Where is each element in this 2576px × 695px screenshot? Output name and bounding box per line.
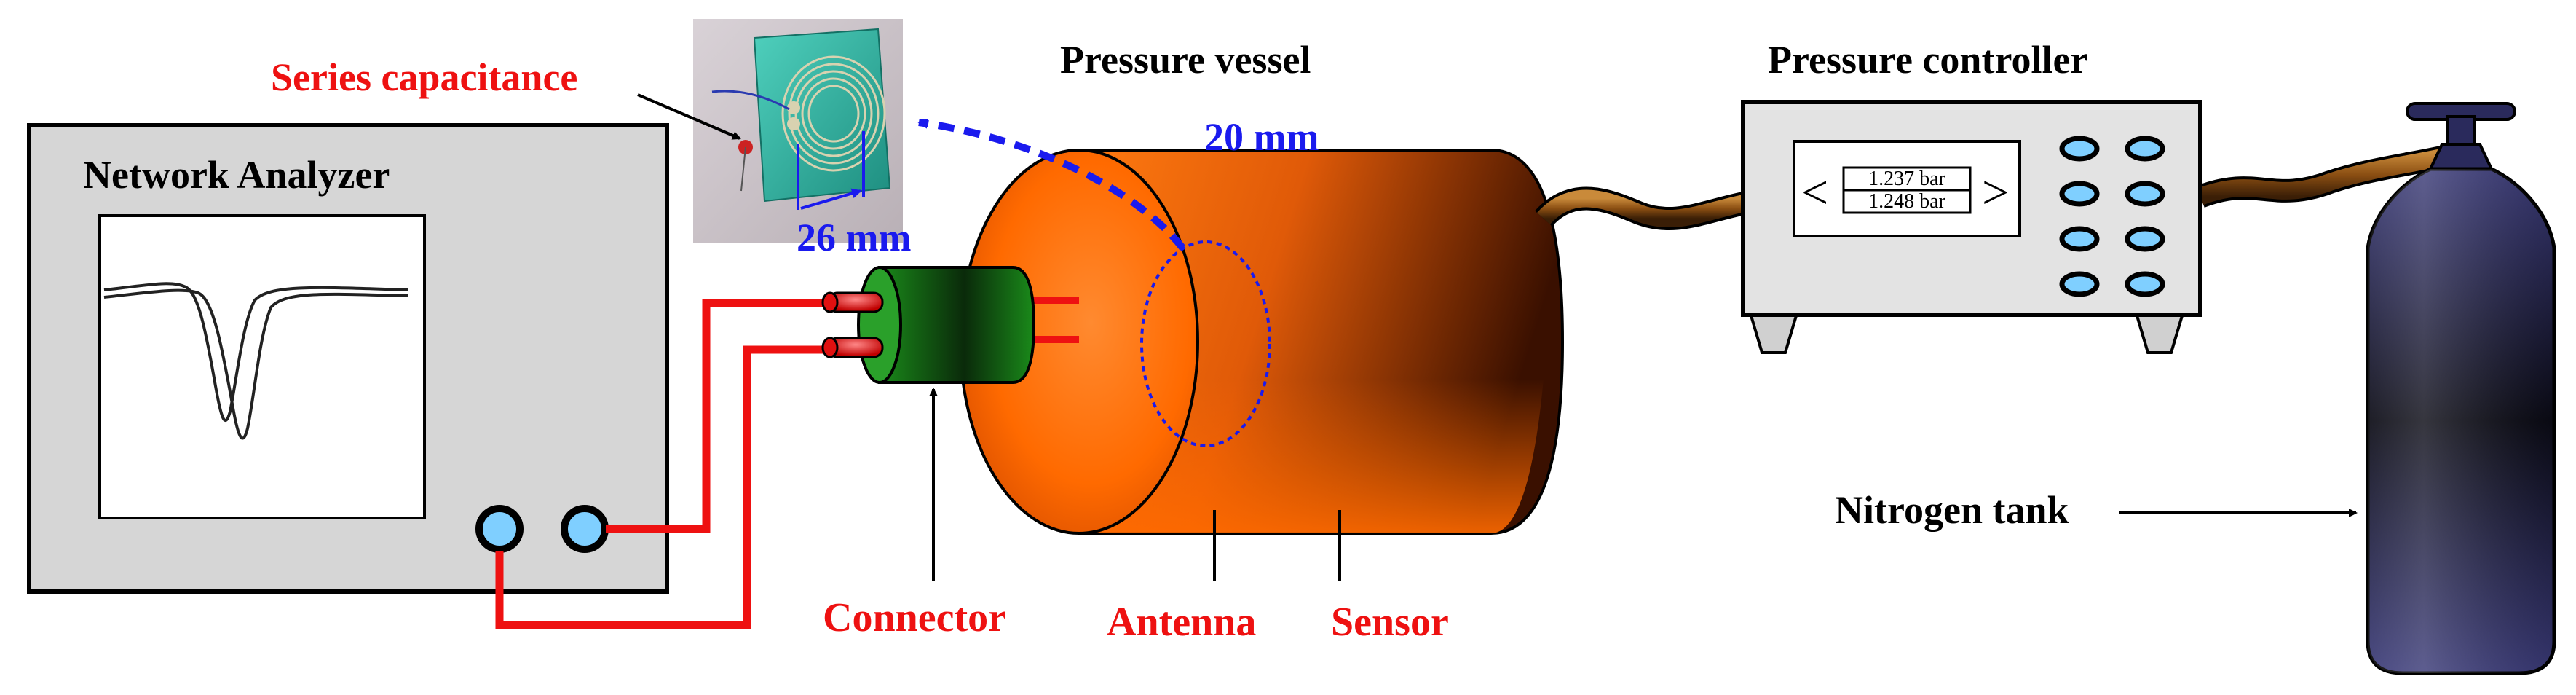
- dimension-20mm-label: 20 mm: [1204, 115, 1319, 159]
- dim-26mm-line: [800, 188, 862, 210]
- network-analyzer: [27, 123, 669, 594]
- network-analyzer-label: Network Analyzer: [83, 153, 390, 197]
- hose-vessel-to-controller-fill: [1537, 189, 1750, 228]
- controller-button: [2125, 226, 2165, 252]
- pcb-board: [753, 28, 891, 203]
- cable-1: [606, 299, 837, 533]
- pressure-controller: [1741, 100, 2202, 354]
- controller-button: [2125, 136, 2165, 162]
- sensor-label: Sensor: [1331, 600, 1449, 645]
- vessel-body-shade: [1079, 379, 1544, 533]
- controller-button: [2059, 226, 2100, 252]
- analyzer-screen: [98, 214, 426, 519]
- pcb-pad-2: [787, 117, 800, 130]
- antenna-coil: [1140, 240, 1271, 447]
- connector-label: Connector: [823, 595, 1006, 640]
- antenna-to-photo-arrow: [917, 118, 1185, 251]
- display-left-chevron: <: [1801, 166, 1828, 219]
- controller-button: [2125, 271, 2165, 297]
- tank-neck: [2427, 143, 2494, 170]
- analyzer-port-1: [475, 505, 524, 553]
- antenna-label: Antenna: [1107, 600, 1256, 645]
- display-right-chevron: >: [1982, 166, 2009, 219]
- connector: [821, 266, 1036, 384]
- sensor-lead-wire: [711, 90, 790, 111]
- series-capacitance-label: Series capacitance: [271, 55, 577, 99]
- series-capacitance-pointer: [637, 93, 741, 140]
- pin-1-tip: [821, 291, 839, 313]
- nitrogen-tank-label: Nitrogen tank: [1835, 488, 2069, 532]
- resonance-curve-2: [103, 288, 408, 440]
- cable-2: [495, 345, 837, 629]
- controller-button: [2059, 181, 2100, 207]
- pressure-vessel: [959, 149, 1565, 535]
- tank-cylinder-sheen: [2368, 169, 2554, 673]
- sensor-photo: [693, 19, 903, 243]
- analyzer-port-2: [561, 505, 609, 553]
- controller-button: [2059, 271, 2100, 297]
- connector-body: [878, 266, 1036, 384]
- pcb-pad-1: [787, 101, 800, 114]
- controller-foot-left: [1748, 312, 1799, 354]
- coax-cables: [495, 299, 837, 629]
- nitrogen-tank: [2366, 102, 2556, 675]
- pressure-controller-label: Pressure controller: [1768, 38, 2087, 82]
- dimension-26mm-label: 26 mm: [797, 216, 911, 259]
- connector-face: [857, 266, 902, 384]
- capacitor-lead: [740, 146, 746, 192]
- controller-buttons: [2059, 136, 2165, 297]
- pressure-vessel-label: Pressure vessel: [1060, 38, 1311, 82]
- resonance-curve-1: [103, 282, 408, 422]
- controller-button: [2125, 181, 2165, 207]
- pin-2-tip: [821, 337, 839, 358]
- tank-valve-stem: [2446, 115, 2476, 147]
- controller-foot-right: [2134, 312, 2185, 354]
- series-capacitor: [738, 140, 753, 154]
- display-reading-1: 1.237 bar: [1868, 168, 1945, 190]
- gas-hose: [1535, 141, 2464, 231]
- hose-controller-to-tank-fill: [2197, 144, 2463, 205]
- display-reading-2: 1.248 bar: [1868, 190, 1945, 213]
- controller-button: [2059, 136, 2100, 162]
